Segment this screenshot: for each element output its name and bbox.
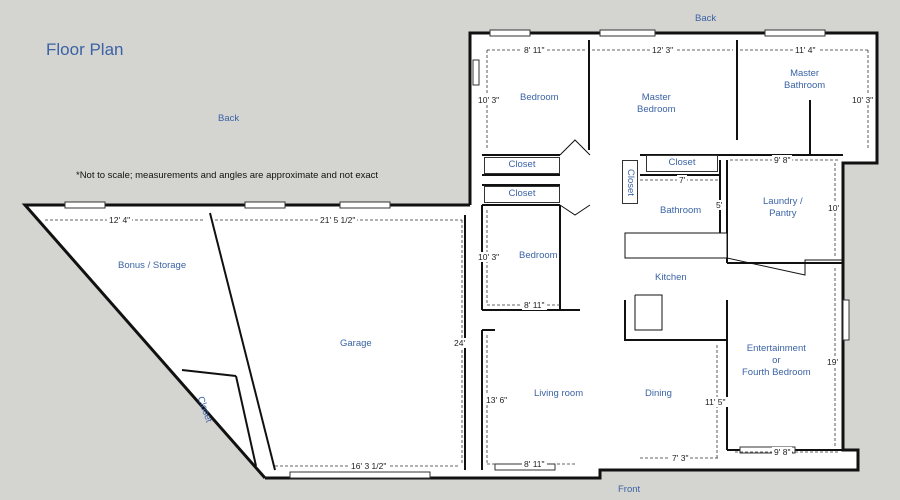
house-footprint [25, 33, 877, 478]
dim-bath-height: 5' [714, 200, 725, 210]
room-kitchen: Kitchen [655, 272, 687, 283]
scale-disclaimer: *Not to scale; measurements and angles a… [76, 170, 379, 181]
kitchen-counter [624, 232, 728, 259]
back-label-top: Back [695, 13, 717, 24]
room-living: Living room [534, 388, 584, 399]
dim-living-height: 13' 6" [484, 395, 510, 405]
closet-3: Closet [646, 155, 718, 172]
dim-master-bedroom-width: 12' 3" [650, 45, 676, 55]
dim-garage-bottom-width: 16' 3 1/2" [349, 461, 389, 471]
room-bonus-storage: Bonus / Storage [118, 260, 187, 271]
dim-bedroom-mid-height: 10' 3" [476, 252, 502, 262]
room-bedroom-mid: Bedroom [519, 250, 558, 261]
room-garage: Garage [340, 338, 372, 349]
closet-2: Closet [484, 186, 560, 203]
front-label: Front [618, 484, 641, 495]
dim-bedroom-top-height: 10' 3" [476, 95, 502, 105]
dim-bedroom-mid-width: 8' 11" [522, 300, 547, 310]
room-bathroom: Bathroom [660, 205, 702, 216]
dim-entertainment-bottom-width: 9' 8" [772, 447, 793, 457]
room-master-bathroom: Master Bathroom [784, 68, 826, 91]
room-bedroom-top: Bedroom [520, 92, 559, 103]
dim-garage-width: 21' 5 1/2" [318, 215, 358, 225]
dim-dining-height: 11' 5" [703, 397, 728, 407]
dim-master-bathroom-width: 11' 4" [793, 45, 818, 55]
closet-vertical: Closet [622, 160, 638, 204]
room-laundry-pantry: Laundry / Pantry [763, 196, 803, 219]
dim-bedroom-top-width: 8' 11" [522, 45, 547, 55]
dim-dining-bottom-width: 7' 3" [670, 453, 691, 463]
dim-garage-height: 24' [452, 338, 468, 348]
dim-master-bathroom-height: 10' 3" [850, 95, 876, 105]
dim-bonus-width: 12' 4" [107, 215, 133, 225]
room-entertainment: Entertainment or Fourth Bedroom [742, 343, 811, 378]
dim-laundry-width: 9' 8" [772, 155, 793, 165]
back-label-left: Back [218, 113, 240, 124]
dim-living-bottom-width: 8' 11" [522, 459, 547, 469]
room-master-bedroom: Master Bedroom [637, 92, 676, 115]
dim-bath-width: 7' [677, 175, 688, 185]
closet-1: Closet [484, 157, 560, 174]
room-dining: Dining [645, 388, 672, 399]
page-title: Floor Plan [46, 40, 124, 59]
dim-entertainment-height: 19' [825, 357, 841, 367]
dim-laundry-height: 10' [826, 203, 842, 213]
